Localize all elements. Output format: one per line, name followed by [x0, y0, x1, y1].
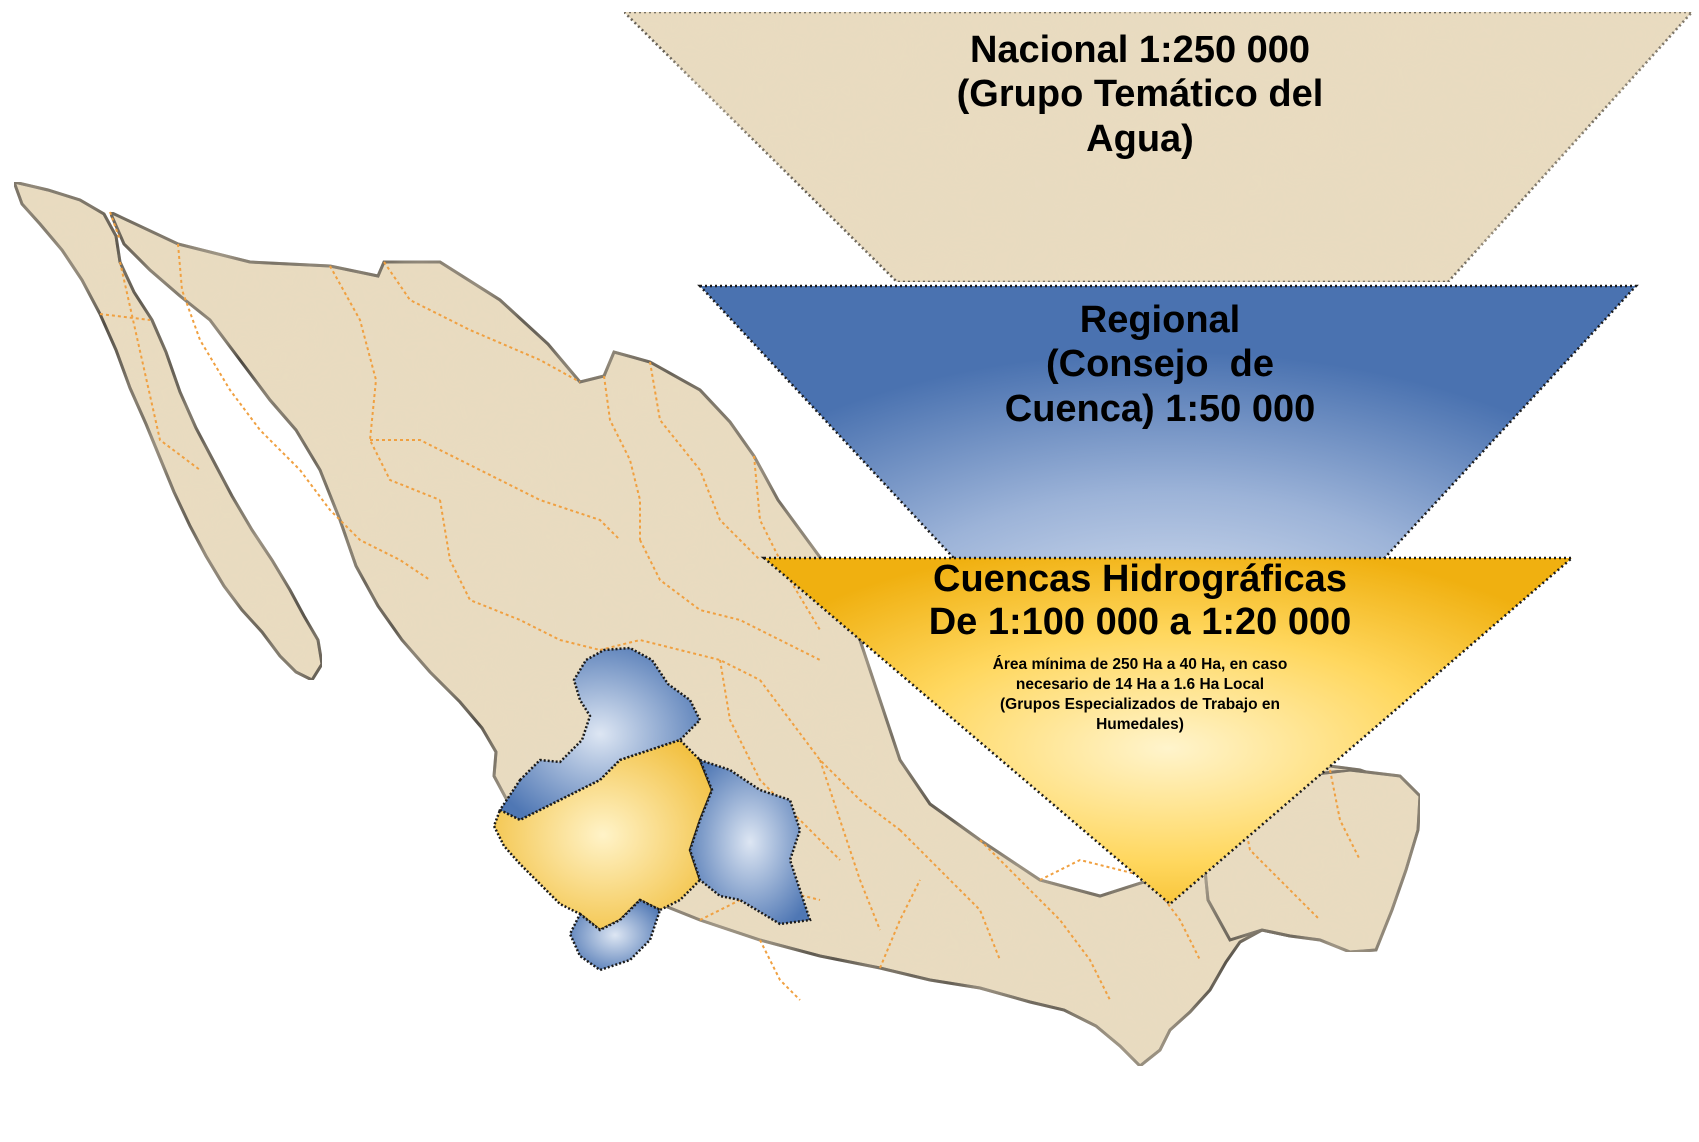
nacional-line-1: Nacional 1:250 000	[969, 29, 1311, 71]
regional-line-3: Cuenca) 1:50 000	[1004, 387, 1316, 430]
state-colima	[568, 898, 662, 972]
regional-label: Regional (Consejo de Cuenca) 1:50 000	[900, 298, 1420, 431]
highlighted-states	[492, 646, 812, 972]
regional-line-2: (Consejo de	[1045, 343, 1275, 386]
nacional-label: Nacional 1:250 000 (Grupo Temático del A…	[880, 28, 1400, 161]
cuencas-triangle	[760, 556, 1576, 906]
nacional-line-3: Agua)	[1086, 117, 1194, 160]
mexico-map	[11, 179, 1422, 1069]
state-jalisco	[492, 738, 714, 932]
cuencas-title-line-1: Cuencas Hidrográficas	[933, 558, 1347, 600]
regional-triangle	[697, 284, 1639, 792]
nacional-line-2: (Grupo Temático del	[956, 73, 1324, 116]
cuencas-detail: Área mínima de 250 Ha a 40 Ha, en caso n…	[860, 655, 1420, 736]
nacional-triangle	[620, 10, 1695, 284]
cuencas-detail-line-3: (Grupos Especializados de Trabajo en	[1000, 696, 1280, 714]
state-michoacan	[688, 757, 812, 926]
cuencas-detail-line-2: necesario de 14 Ha a 1.6 Ha Local	[1015, 676, 1265, 694]
cuencas-detail-line-4: Humedales)	[1096, 716, 1184, 734]
cuencas-detail-line-1: Área mínima de 250 Ha a 40 Ha, en caso	[992, 656, 1288, 673]
baja-california-peninsula	[11, 179, 324, 682]
regional-line-1: Regional	[1079, 299, 1241, 341]
cuencas-title-line-2: De 1:100 000 a 1:20 000	[928, 601, 1352, 644]
state-borders	[99, 211, 1361, 1001]
cuencas-title: Cuencas Hidrográficas De 1:100 000 a 1:2…	[820, 558, 1460, 645]
